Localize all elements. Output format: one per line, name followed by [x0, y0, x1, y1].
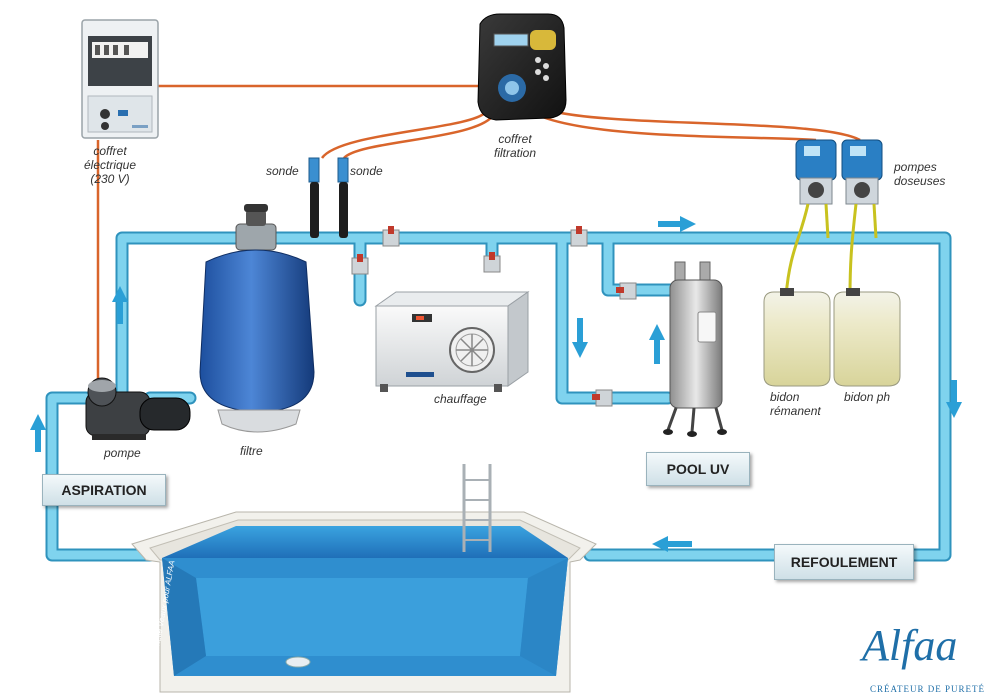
- uv-sterilizer: [663, 261, 727, 437]
- dosing-pumps: [784, 139, 883, 297]
- alfaa-logo: Alfaa: [862, 621, 958, 670]
- label-sonde-1: sonde: [266, 164, 299, 178]
- label-coffret-electrique-line1: coffret: [93, 144, 127, 158]
- flow-arrow-up-left: [30, 414, 46, 452]
- label-chauffage: chauffage: [434, 392, 487, 406]
- label-bidon-remanent-line1: bidon: [770, 390, 800, 404]
- label-coffret-filtration: coffret filtration: [494, 132, 536, 160]
- flow-arrow-down-right: [946, 380, 962, 418]
- tag-aspiration: ASPIRATION: [42, 474, 166, 506]
- label-coffret-filtration-line2: filtration: [494, 146, 537, 160]
- label-bidon-remanent-line2: rémanent: [770, 404, 821, 418]
- swimming-pool: [131, 464, 597, 693]
- pipe-valves: [351, 226, 637, 407]
- label-coffret-electrique-line3: (230 V): [90, 172, 130, 186]
- heat-pump: [374, 291, 530, 392]
- flow-arrow-right-top: [658, 216, 696, 232]
- filtration-control-box: [477, 13, 567, 121]
- label-bidon-remanent: bidon rémanent: [770, 390, 821, 418]
- flow-arrow-up-uv: [649, 324, 665, 364]
- label-coffret-electrique: coffret électrique (230 V): [84, 144, 136, 186]
- alfaa-tagline: CRÉATEUR DE PURETÉ: [870, 684, 986, 694]
- tag-refoulement: REFOULEMENT: [774, 544, 914, 580]
- label-pompes-doseuses-line2: doseuses: [894, 174, 946, 188]
- flow-arrow-left-return: [652, 536, 692, 552]
- chemical-tanks: [763, 288, 901, 387]
- flow-arrow-down-bypass: [572, 318, 588, 358]
- label-pompes-doseuses-line1: pompes: [894, 160, 937, 174]
- circulation-pump: [85, 377, 191, 440]
- probes: [308, 157, 349, 238]
- sand-filter: [199, 204, 315, 433]
- tag-pool-uv: POOL UV: [646, 452, 750, 486]
- flow-arrow-up-pump: [112, 286, 128, 324]
- electric-cables: [96, 84, 861, 392]
- label-sonde-2: sonde: [350, 164, 383, 178]
- label-coffret-filtration-line1: coffret: [498, 132, 532, 146]
- label-pompe: pompe: [104, 446, 141, 460]
- label-pompes-doseuses: pompes doseuses: [894, 160, 945, 188]
- flow-arrows: [30, 216, 962, 552]
- label-bidon-ph: bidon ph: [844, 390, 891, 404]
- label-coffret-electrique-line2: électrique: [84, 158, 137, 172]
- label-filtre: filtre: [240, 444, 263, 458]
- electrical-cabinet: [81, 19, 159, 139]
